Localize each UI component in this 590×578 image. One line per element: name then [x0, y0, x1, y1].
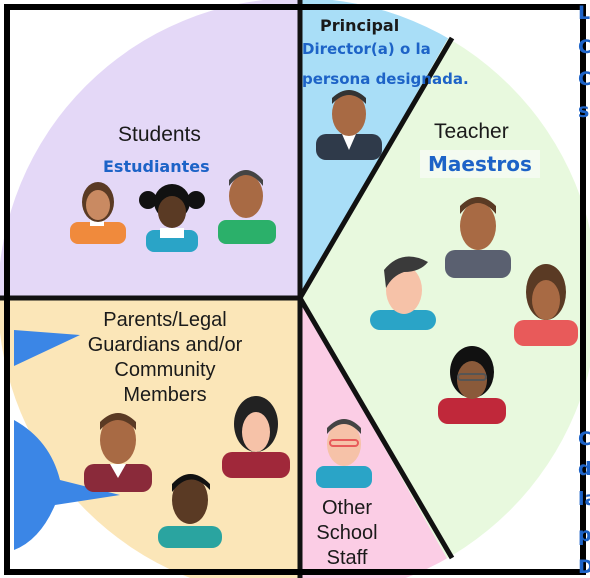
principal-label-es-line1: Director(a) o la: [302, 40, 431, 58]
speech-bubble-bottom: [14, 420, 120, 550]
principal-label: Principal: [320, 16, 400, 35]
parent-person-3-icon: [158, 474, 222, 548]
cutoff-text-right-bottom-1: C: [578, 428, 590, 450]
speech-bubble-pointer-top: [14, 330, 80, 366]
teacher-person-4-icon: [438, 346, 506, 424]
teacher-person-3-icon: [514, 264, 578, 346]
principal-label-es-line2: persona designada.: [302, 70, 469, 88]
parents-label: Parents/Legal Guardians and/or Community…: [40, 308, 290, 408]
other-staff-label-line2: School: [316, 522, 378, 544]
cutoff-text-right-bottom-5: D: [578, 556, 590, 578]
parents-label-line3: Community: [114, 359, 216, 381]
student-person-3-icon: [218, 170, 276, 244]
parent-person-1-icon: [84, 413, 152, 492]
divider-principal-teacher: [297, 36, 455, 300]
teacher-person-2-icon: [370, 256, 436, 330]
cutoff-text-right-top-1: L: [578, 2, 590, 24]
student-person-1-icon: [70, 182, 126, 244]
outer-frame: [4, 4, 586, 575]
principal-person-icon: [316, 90, 382, 160]
parents-label-line1: Parents/Legal: [103, 309, 227, 331]
cutoff-text-right-top-2: C: [578, 36, 590, 58]
student-person-2-icon: [139, 184, 205, 252]
other-staff-person-icon: [316, 419, 372, 488]
divider-teacher-other: [297, 296, 455, 560]
cutoff-text-right-bottom-3: la: [578, 488, 590, 510]
teacher-label: Teacher: [434, 120, 509, 143]
students-label: Students: [118, 123, 201, 146]
students-label-es: Estudiantes: [103, 157, 210, 176]
teacher-person-1-icon: [445, 197, 511, 278]
cutoff-text-right-top-3: C: [578, 68, 590, 90]
parent-person-2-icon: [222, 396, 290, 478]
cutoff-text-right-top-4: s: [578, 100, 590, 122]
other-staff-label-line3: Staff: [326, 547, 368, 569]
teacher-label-es: Maestros: [420, 150, 540, 178]
cutoff-text-right-bottom-4: p: [578, 524, 590, 546]
parents-label-line4: Members: [123, 384, 207, 406]
other-staff-label: Other School Staff: [302, 496, 392, 571]
parents-label-line2: Guardians and/or: [87, 334, 243, 356]
cutoff-text-right-bottom-2: d: [578, 458, 590, 480]
students-segment: [0, 0, 300, 298]
other-staff-label-line1: Other: [321, 497, 373, 519]
